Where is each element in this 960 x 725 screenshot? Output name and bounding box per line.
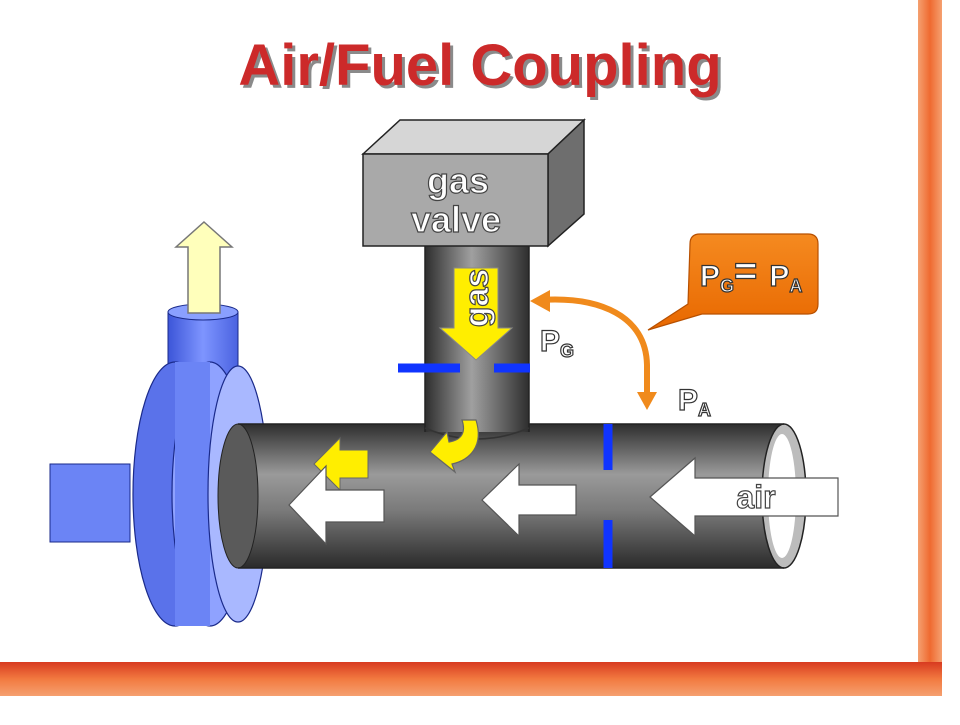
gas-valve (361, 118, 586, 248)
callout-text: PG=PA (700, 249, 802, 296)
gas-down-arrow (438, 267, 514, 361)
gas-mixing-curve-arrow (429, 419, 479, 474)
gas-arrow-label: gas (458, 269, 496, 328)
pa-label: PA (678, 384, 711, 420)
pressure-feedback-line (530, 290, 657, 410)
flow-arrow-outlet (288, 464, 385, 546)
air-arrow-label: air (736, 479, 775, 515)
exhaust-up-arrow (174, 220, 234, 314)
frame-right-bar (918, 0, 942, 676)
flow-arrow-middle (481, 462, 577, 538)
gas-valve-label-top: gas (427, 160, 489, 201)
air-inlet-arrow (649, 456, 839, 538)
mixed-flow-small-arrow (313, 436, 369, 492)
pressure-equality-callout (647, 233, 819, 331)
frame-bottom-bar (0, 662, 942, 696)
slide-title: Air/Fuel Coupling (238, 33, 722, 98)
gas-valve-label-bottom: valve (411, 199, 501, 240)
pg-label: PG (540, 325, 574, 361)
